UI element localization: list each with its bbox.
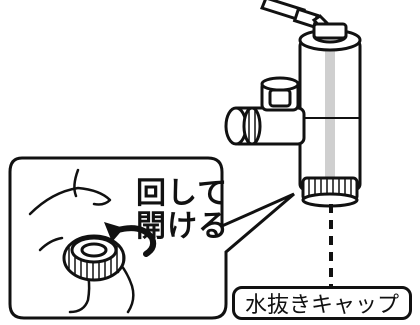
part-label-box: 水抜きキャップ xyxy=(232,286,412,320)
instruction-line-1: 回して xyxy=(136,176,229,211)
rotate-arrow-icon xyxy=(104,222,157,257)
instruction-line-2: 開ける xyxy=(136,209,229,244)
connector-pipe xyxy=(224,76,306,146)
filter-housing xyxy=(298,22,362,192)
part-label: 水抜きキャップ xyxy=(244,293,399,318)
cap-in-hand xyxy=(62,234,126,282)
drain-cap xyxy=(301,176,359,208)
